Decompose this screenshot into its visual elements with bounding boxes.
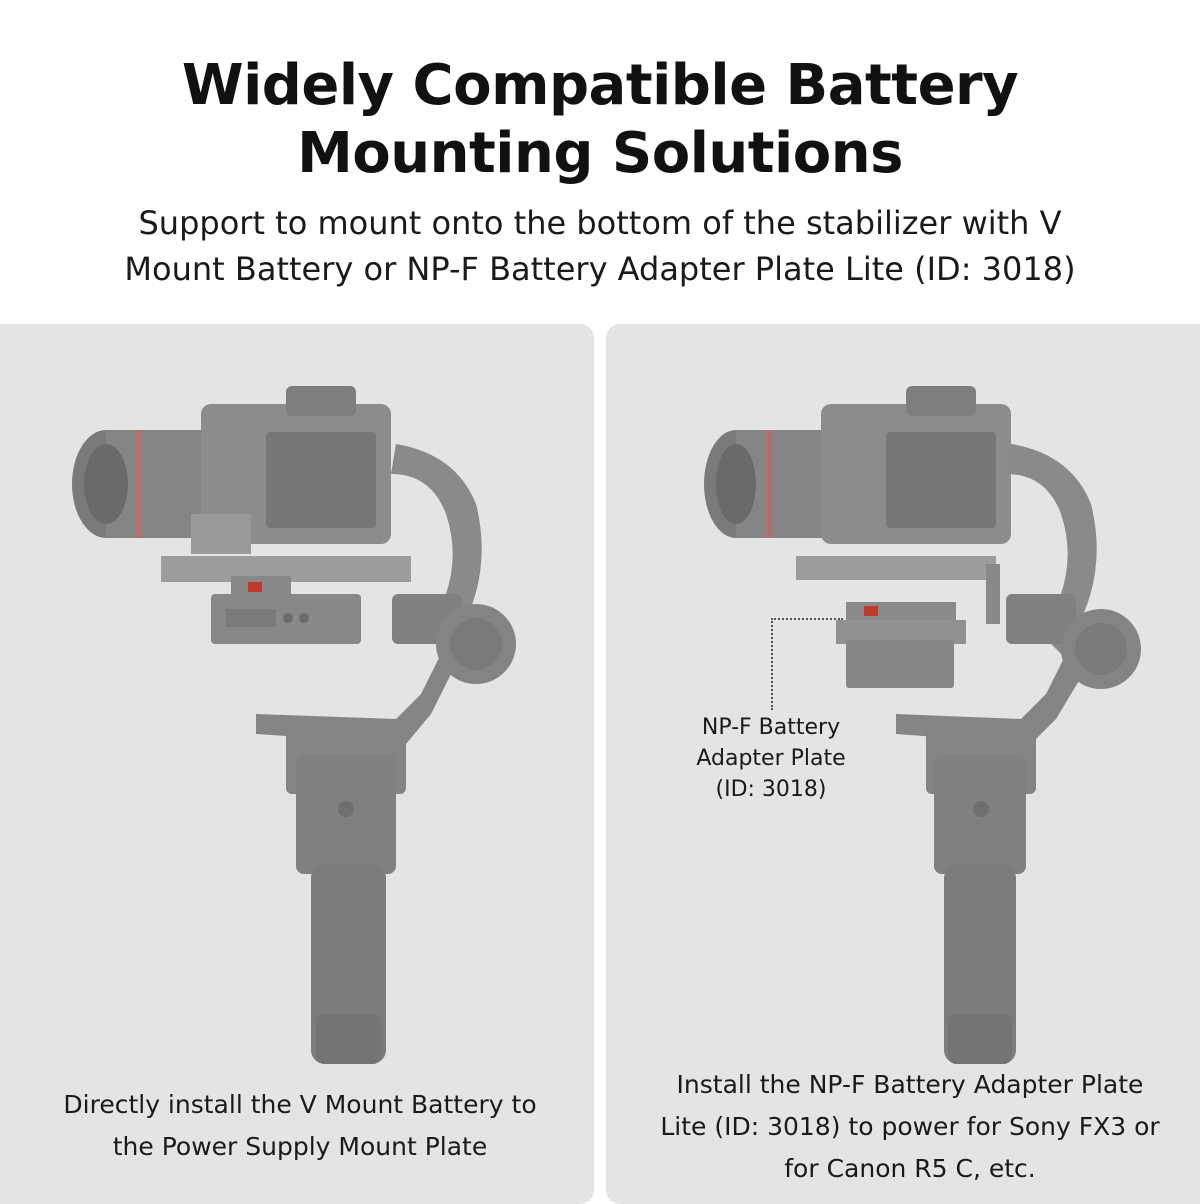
callout-line: NP-F Battery <box>701 715 841 740</box>
subtitle-line-1: Support to mount onto the bottom of the … <box>138 204 1062 242</box>
v-mount-panel: Directly install the V Mount Battery to … <box>0 324 594 1204</box>
callout-line: Adapter Plate <box>696 746 846 771</box>
callout-line: (ID: 3018) <box>715 777 827 802</box>
caption-line: Directly install the V Mount Battery to <box>63 1090 537 1119</box>
mount-plate-icon <box>796 556 996 580</box>
camera-body-icon <box>191 386 391 554</box>
page-subtitle: Support to mount onto the bottom of the … <box>60 200 1140 292</box>
subtitle-line-2: Mount Battery or NP-F Battery Adapter Pl… <box>124 250 1076 288</box>
caption-line: Install the NP-F Battery Adapter Plate <box>676 1070 1144 1099</box>
camera-body-icon <box>821 386 1011 544</box>
caption-line: for Canon R5 C, etc. <box>784 1154 1036 1183</box>
caption-line: the Power Supply Mount Plate <box>112 1132 488 1161</box>
v-mount-caption: Directly install the V Mount Battery to … <box>30 1084 570 1168</box>
np-f-adapter-icon <box>836 602 966 688</box>
camera-lens-icon <box>704 430 836 538</box>
gimbal-with-np-f-adapter-image <box>704 386 1141 1064</box>
page-title: Widely Compatible Battery Mounting Solut… <box>0 52 1200 188</box>
np-f-panel: NP-F Battery Adapter Plate (ID: 3018) In… <box>606 324 1200 1204</box>
np-f-caption: Install the NP-F Battery Adapter Plate L… <box>626 1064 1194 1190</box>
callout-leader-line <box>771 618 843 710</box>
gimbal-arm-icon <box>896 444 1141 744</box>
caption-line: Lite (ID: 3018) to power for Sony FX3 or <box>660 1112 1160 1141</box>
gimbal-with-v-mount-image <box>72 386 516 1064</box>
title-line-1: Widely Compatible Battery <box>181 53 1019 118</box>
title-line-2: Mounting Solutions <box>297 121 903 186</box>
gimbal-handle-icon <box>926 724 1036 1064</box>
np-f-callout-label: NP-F Battery Adapter Plate (ID: 3018) <box>666 712 876 805</box>
v-mount-battery-icon <box>211 594 361 644</box>
gimbal-handle-icon <box>286 724 406 1064</box>
